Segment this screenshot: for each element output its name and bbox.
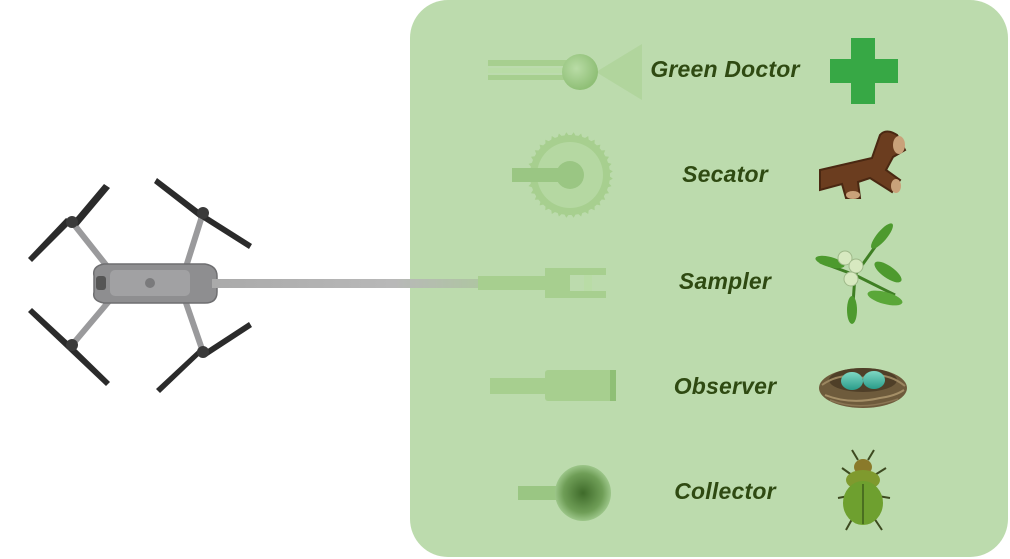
propeller-rear-left [28,308,110,386]
mistletoe-icon [815,223,903,324]
tool-label-collector: Collector [674,478,776,504]
bird-nest-icon [819,368,907,408]
beetle-body [843,459,883,525]
extension-arm [212,279,542,288]
propeller-rear-right [156,322,252,393]
saw-blade-icon [512,132,613,218]
green-cross-icon [830,38,898,104]
sprayer-nozzle-icon [488,44,642,100]
drone-arms [69,210,206,355]
branch-icon [819,130,907,199]
gripper-icon [478,268,606,298]
propeller-front-left [28,184,110,262]
camera-lens-icon [490,370,616,401]
tool-label-observer: Observer [673,373,777,399]
tool-label-green-doctor: Green Doctor [650,56,800,82]
suction-collector-icon [518,465,611,521]
tool-label-sampler: Sampler [678,268,772,294]
tool-label-secator: Secator [682,161,768,187]
propeller-front-right [154,178,252,249]
drone [28,178,252,393]
